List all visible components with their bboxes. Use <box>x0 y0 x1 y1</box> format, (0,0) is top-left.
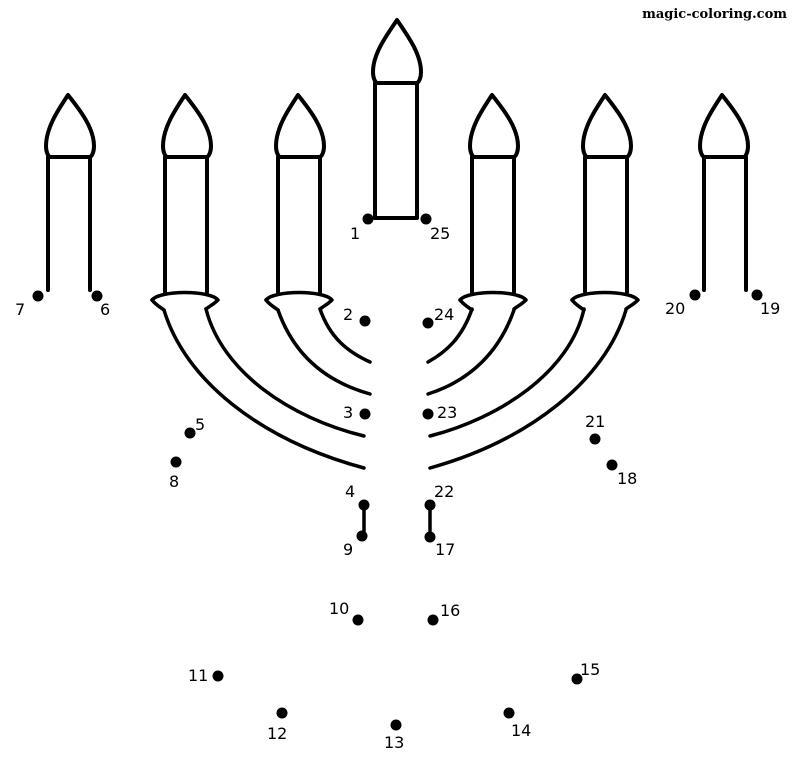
dot-22[interactable]: 22 <box>424 482 455 511</box>
svg-text:7: 7 <box>15 300 25 319</box>
svg-text:2: 2 <box>343 305 353 324</box>
candle-left-inner <box>274 93 326 294</box>
svg-text:18: 18 <box>617 469 637 488</box>
svg-text:3: 3 <box>343 403 353 422</box>
menorah-arm-left-inner <box>276 307 372 396</box>
dot-1[interactable]: 1 <box>350 213 374 244</box>
svg-text:1: 1 <box>350 224 360 243</box>
candle-cup-left-inner <box>264 290 334 312</box>
svg-text:14: 14 <box>511 721 531 740</box>
candle-center <box>371 18 423 220</box>
svg-text:4: 4 <box>345 482 355 501</box>
svg-text:11: 11 <box>188 666 208 685</box>
dot-10[interactable]: 10 <box>329 599 364 626</box>
candle-far-left <box>44 93 96 292</box>
dot-5[interactable]: 5 <box>184 415 206 439</box>
dots: 1 2 3 4 5 6 7 8 9 10 11 12 13 14 15 16 1… <box>15 213 781 753</box>
dot-8[interactable]: 8 <box>169 456 182 492</box>
dot-9[interactable]: 9 <box>343 530 368 560</box>
dot-17[interactable]: 17 <box>424 531 456 560</box>
menorah-arm-right-outer <box>428 307 628 470</box>
svg-text:24: 24 <box>434 305 454 324</box>
dot-20[interactable]: 20 <box>665 289 701 319</box>
svg-text:8: 8 <box>169 472 179 491</box>
dot-19[interactable]: 19 <box>751 289 781 319</box>
dot-7[interactable]: 7 <box>15 290 44 320</box>
candle-cup-right-outer <box>570 290 640 312</box>
candle-cup-left-outer <box>150 290 220 312</box>
svg-text:12: 12 <box>267 724 287 743</box>
svg-text:16: 16 <box>440 601 460 620</box>
svg-text:17: 17 <box>435 540 455 559</box>
svg-text:13: 13 <box>384 733 404 752</box>
dot-25[interactable]: 25 <box>420 213 451 244</box>
dot-24[interactable]: 24 <box>422 305 455 329</box>
dot-11[interactable]: 11 <box>188 666 224 685</box>
dot-15[interactable]: 15 <box>571 660 601 685</box>
dot-6[interactable]: 6 <box>91 290 111 320</box>
menorah-arm-right-inner <box>426 307 516 396</box>
svg-text:6: 6 <box>100 300 110 319</box>
watermark: magic-coloring.com <box>642 7 787 22</box>
svg-text:10: 10 <box>329 599 349 618</box>
svg-text:23: 23 <box>437 403 457 422</box>
dot-3[interactable]: 3 <box>343 403 371 422</box>
dot-18[interactable]: 18 <box>606 459 638 489</box>
svg-text:5: 5 <box>195 415 205 434</box>
dot-4[interactable]: 4 <box>345 482 370 511</box>
dot-14[interactable]: 14 <box>503 707 532 741</box>
svg-text:25: 25 <box>430 224 450 243</box>
candle-cup-right-inner <box>458 290 528 312</box>
dot-13[interactable]: 13 <box>384 719 404 753</box>
candle-right-inner <box>468 93 520 294</box>
svg-text:9: 9 <box>343 540 353 559</box>
menorah-arm-left-outer <box>162 307 366 470</box>
dot-2[interactable]: 2 <box>343 305 371 327</box>
candle-right-outer <box>581 93 633 294</box>
svg-text:22: 22 <box>434 482 454 501</box>
dot-12[interactable]: 12 <box>267 707 288 744</box>
candle-left-outer <box>161 93 213 294</box>
dot-16[interactable]: 16 <box>427 601 461 626</box>
dot-21[interactable]: 21 <box>585 412 605 445</box>
svg-text:15: 15 <box>580 660 600 679</box>
svg-text:21: 21 <box>585 412 605 431</box>
candle-far-right <box>698 93 750 292</box>
svg-text:20: 20 <box>665 299 685 318</box>
svg-text:19: 19 <box>760 299 780 318</box>
dot-23[interactable]: 23 <box>422 403 458 422</box>
